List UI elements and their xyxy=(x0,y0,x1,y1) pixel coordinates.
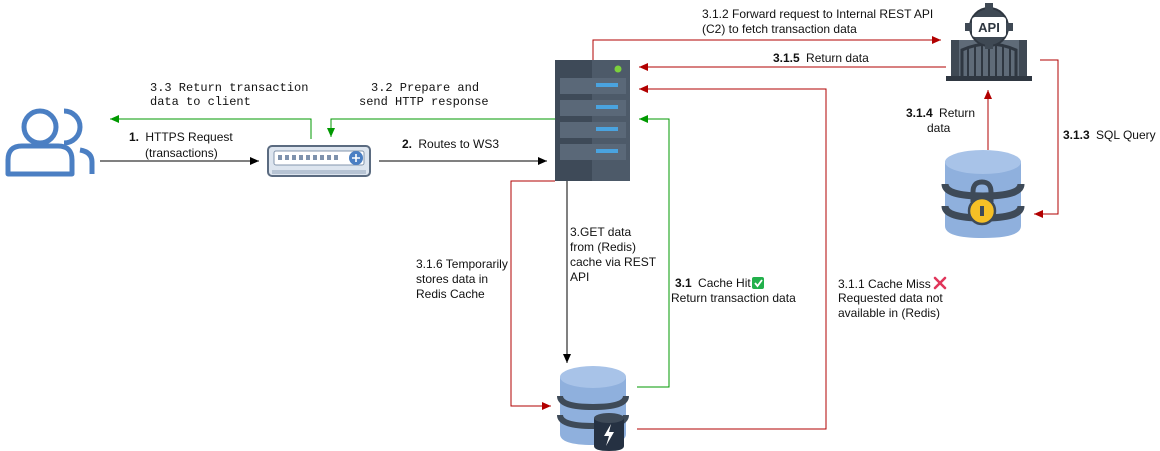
server-icon xyxy=(555,60,630,181)
label-db-return-data-line2: data xyxy=(927,121,951,135)
label-cache-hit: 3.1 Cache Hit xyxy=(675,276,751,290)
label-store-in-cache-line1: 3.1.6 Temporarily xyxy=(416,257,508,271)
arrow-cache-hit xyxy=(637,115,670,388)
router-icon xyxy=(267,145,371,177)
api-gateway-icon: API xyxy=(946,3,1032,81)
label-https-request: 1. HTTPS Request xyxy=(129,130,233,144)
label-return-to-client-line2: data to client xyxy=(150,95,251,109)
label-cache-miss-line3: available in (Redis) xyxy=(838,306,940,320)
label-sql-query: 3.1.3 SQL Query xyxy=(1063,128,1156,142)
label-return-to-client-line1: 3.3 Return transaction xyxy=(150,81,308,95)
check-mark-icon xyxy=(752,277,764,289)
label-https-request-line2: (transactions) xyxy=(145,146,218,160)
label-get-from-cache-line1: 3.GET data xyxy=(570,225,631,239)
arrow-prepare-response xyxy=(327,118,555,137)
label-prepare-line2: send HTTP response xyxy=(359,95,489,109)
api-badge-label: API xyxy=(978,20,1000,35)
label-forward-request-line1: 3.1.2 Forward request to Internal REST A… xyxy=(702,7,933,21)
label-return-data: 3.1.5 Return data xyxy=(773,51,869,65)
label-db-return-data: 3.1.4 Return xyxy=(906,106,975,120)
label-get-from-cache-line2: from (Redis) xyxy=(570,240,636,254)
label-get-from-cache-line3: cache via REST xyxy=(570,255,657,269)
label-routes-to-ws3: 2. Routes to WS3 xyxy=(402,137,499,151)
label-store-in-cache-line2: stores data in xyxy=(416,272,488,286)
arrow-forward-request xyxy=(592,36,941,60)
label-get-from-cache-line4: API xyxy=(570,270,589,284)
label-prepare-line1: 3.2 Prepare and xyxy=(371,81,479,95)
cross-mark-icon xyxy=(933,276,947,290)
label-forward-request-line2: (C2) to fetch transaction data xyxy=(702,22,857,36)
arrow-return-to-client xyxy=(110,115,312,139)
label-cache-miss-line1: 3.1.1 Cache Miss xyxy=(838,277,931,291)
locked-database-icon xyxy=(941,150,1025,238)
redis-cache-icon xyxy=(557,366,629,451)
label-store-in-cache-line3: Redis Cache xyxy=(416,287,485,301)
arrow-cache-miss xyxy=(637,85,827,430)
arrow-sql-query xyxy=(1034,59,1059,218)
label-cache-miss-line2: Requested data not xyxy=(838,291,943,305)
users-icon xyxy=(5,108,95,177)
arrow-store-in-cache xyxy=(510,180,555,410)
label-cache-hit-line2: Return transaction data xyxy=(671,291,796,305)
